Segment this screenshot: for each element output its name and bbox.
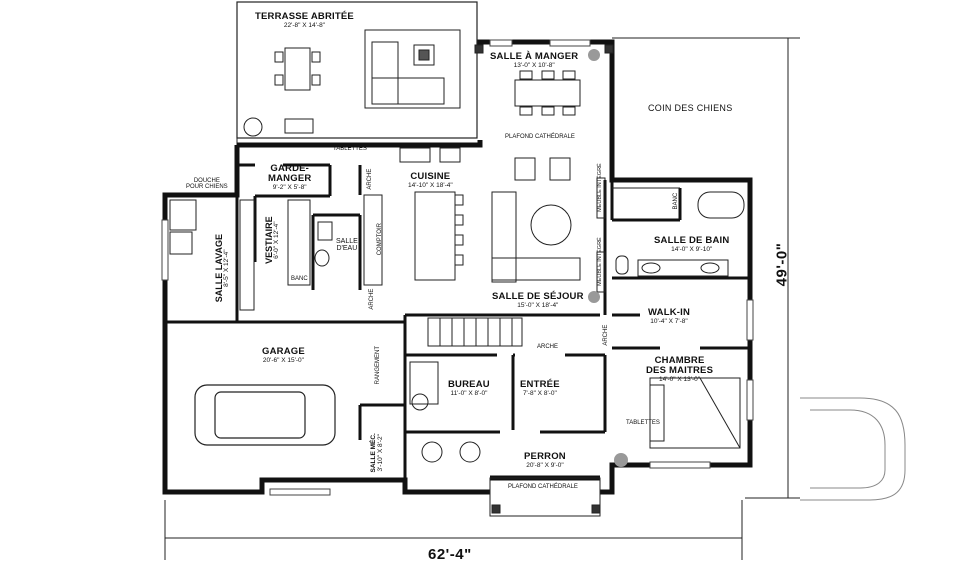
- note-banc-vestiaire: BANC: [291, 276, 308, 282]
- note-tablettes-top: TABLETTES: [333, 146, 367, 152]
- room-dims: 11'-0" X 8'-0": [450, 389, 488, 397]
- office-furniture: [409, 361, 481, 463]
- vestiaire-bench: [239, 199, 333, 311]
- room-dims: 22'-8" X 14'-8": [283, 21, 325, 29]
- label-terrasse: TERRASSE ABRITÉE 22'-8" X 14'-8": [255, 12, 354, 30]
- label-cuisine: CUISINE 14'-10" X 18'-4": [408, 172, 453, 190]
- note-text: RANGEMENT: [374, 345, 381, 385]
- room-dims: 14'-0" X 13'-0": [659, 375, 701, 383]
- note-text: MEUBLE INTÉGRÉ: [597, 163, 604, 212]
- note-text: ARCHE: [602, 324, 609, 346]
- label-bureau: BUREAU 11'-0" X 8'-0": [448, 380, 490, 398]
- label-salle-manger: SALLE À MANGER 13'-0" X 10'-8": [490, 52, 578, 70]
- overall-depth: 49'-0": [773, 242, 791, 287]
- room-name-2: DES MAITRES: [646, 364, 714, 376]
- kitchen-furniture: [363, 147, 464, 286]
- note-arche-cuisine: ARCHE: [367, 165, 373, 193]
- interior-walls: [165, 163, 750, 480]
- label-salle-bain: SALLE DE BAIN 14'-0" X 9'-10": [654, 236, 729, 254]
- note-arche-vestiaire: ARCHE: [369, 285, 375, 313]
- note-arche-right: ARCHE: [603, 321, 609, 349]
- room-name: ENTRÉE: [520, 379, 560, 390]
- note-tablettes-chambre: TABLETTES: [626, 420, 660, 426]
- note-text: MEUBLE INTÉGRÉ: [597, 237, 604, 286]
- label-salle-deau: SALLE D'EAU: [336, 238, 358, 253]
- note-banc-bain: BANC: [673, 188, 679, 214]
- room-name: BUREAU: [448, 379, 490, 390]
- label-perron: PERRON 20'-8" X 9'-0": [524, 452, 566, 470]
- room-dims: 13'-0" X 10'-8": [513, 61, 555, 69]
- perron-area: [474, 44, 614, 517]
- note-meuble-2: MEUBLE INTÉGRÉ: [597, 237, 604, 286]
- windows: [161, 39, 754, 496]
- plants: [588, 49, 628, 467]
- room-dims: 8'-5" X 12'-4": [223, 249, 231, 287]
- dimension-lines: [164, 37, 800, 560]
- room-dims: 3'-10" X 8'-2": [377, 434, 384, 472]
- note-plafond-top: PLAFOND CATHÉDRALE: [505, 134, 575, 140]
- label-salle-mec: SALLE MÉC. 3'-10" X 8'-2": [370, 429, 385, 477]
- room-dims: 20'-6" X 15'-0": [262, 356, 304, 364]
- label-chambre: CHAMBRE DES MAITRES 14'-0" X 13'-0": [646, 356, 713, 384]
- room-name: SALLE À MANGER: [490, 51, 579, 62]
- room-dims: 14'-0" X 9'-10": [671, 245, 713, 253]
- label-walk-in: WALK-IN 10'-4" X 7'-8": [648, 308, 690, 326]
- living-furniture: [491, 157, 606, 293]
- room-dims: 10'-4" X 7'-8": [650, 317, 688, 325]
- terrace-furniture: [243, 29, 461, 137]
- room-name: GARAGE: [262, 346, 305, 357]
- room-name: PERRON: [524, 451, 566, 462]
- note-text: BANC: [672, 192, 679, 210]
- note-comptoir: COMPTOIR: [377, 221, 383, 257]
- bath-fixtures: [612, 187, 745, 277]
- room-dims: 7'-8" X 8'-0": [522, 389, 557, 397]
- room-name: CUISINE: [410, 171, 451, 182]
- room-name-1: SALLE: [336, 238, 358, 245]
- room-dims: 20'-8" X 9'-0": [526, 461, 564, 469]
- room-name: SALLE DE BAIN: [654, 235, 730, 246]
- room-name-1: CHAMBRE: [654, 355, 705, 366]
- note-text: COMPTOIR: [376, 223, 383, 256]
- note-line-1: DOUCHE: [193, 178, 220, 184]
- note-rangement: RANGEMENT: [375, 339, 381, 391]
- room-name: WALK-IN: [648, 307, 691, 318]
- label-entree: ENTRÉE 7'-8" X 8'-0": [520, 380, 560, 398]
- note-text: ARCHE: [366, 168, 373, 190]
- room-dims: 6'-0" X 12'-4": [273, 221, 281, 259]
- note-meuble-1: MEUBLE INTÉGRÉ: [597, 163, 604, 212]
- label-vestiaire: VESTIAIRE 6'-0" X 12'-4": [264, 205, 281, 275]
- note-plafond-bottom: PLAFOND CATHÉDRALE: [508, 484, 578, 490]
- laundry-fixtures: [169, 199, 197, 255]
- label-salle-sejour: SALLE DE SÉJOUR 15'-0" X 18'-4": [492, 292, 584, 310]
- label-garage: GARAGE 20'-6" X 15'-0": [262, 347, 305, 365]
- room-name: TERRASSE ABRITÉE: [255, 11, 354, 22]
- room-dims: 9'-2" X 5'-8": [272, 183, 307, 191]
- driveway-outline: [800, 397, 906, 501]
- label-coin-chiens: COIN DES CHIENS: [648, 103, 733, 113]
- car-outline: [194, 384, 336, 446]
- dining-table: [514, 70, 581, 116]
- bedroom-furniture: [649, 377, 741, 449]
- note-line-2: POUR CHIENS: [186, 184, 228, 191]
- room-name-1: GARDE-: [270, 163, 310, 174]
- label-garde-manger: GARDE- MANGER 9'-2" X 5'-8": [268, 164, 311, 192]
- overall-width: 62'-4": [428, 546, 472, 563]
- room-name-2: D'EAU: [336, 245, 358, 253]
- note-text: ARCHE: [368, 288, 375, 310]
- label-salle-lavage: SALLE LAVAGE 8'-5" X 12'-4": [214, 223, 231, 313]
- room-dims: 15'-0" X 18'-4": [517, 301, 559, 309]
- room-dims: 14'-10" X 18'-4": [408, 181, 453, 189]
- stairs: [427, 317, 523, 347]
- room-name-2: MANGER: [268, 172, 312, 184]
- note-arche-mid: ARCHE: [537, 344, 559, 350]
- note-douche: DOUCHE POUR CHIENS: [186, 178, 228, 191]
- room-name: SALLE DE SÉJOUR: [492, 291, 584, 302]
